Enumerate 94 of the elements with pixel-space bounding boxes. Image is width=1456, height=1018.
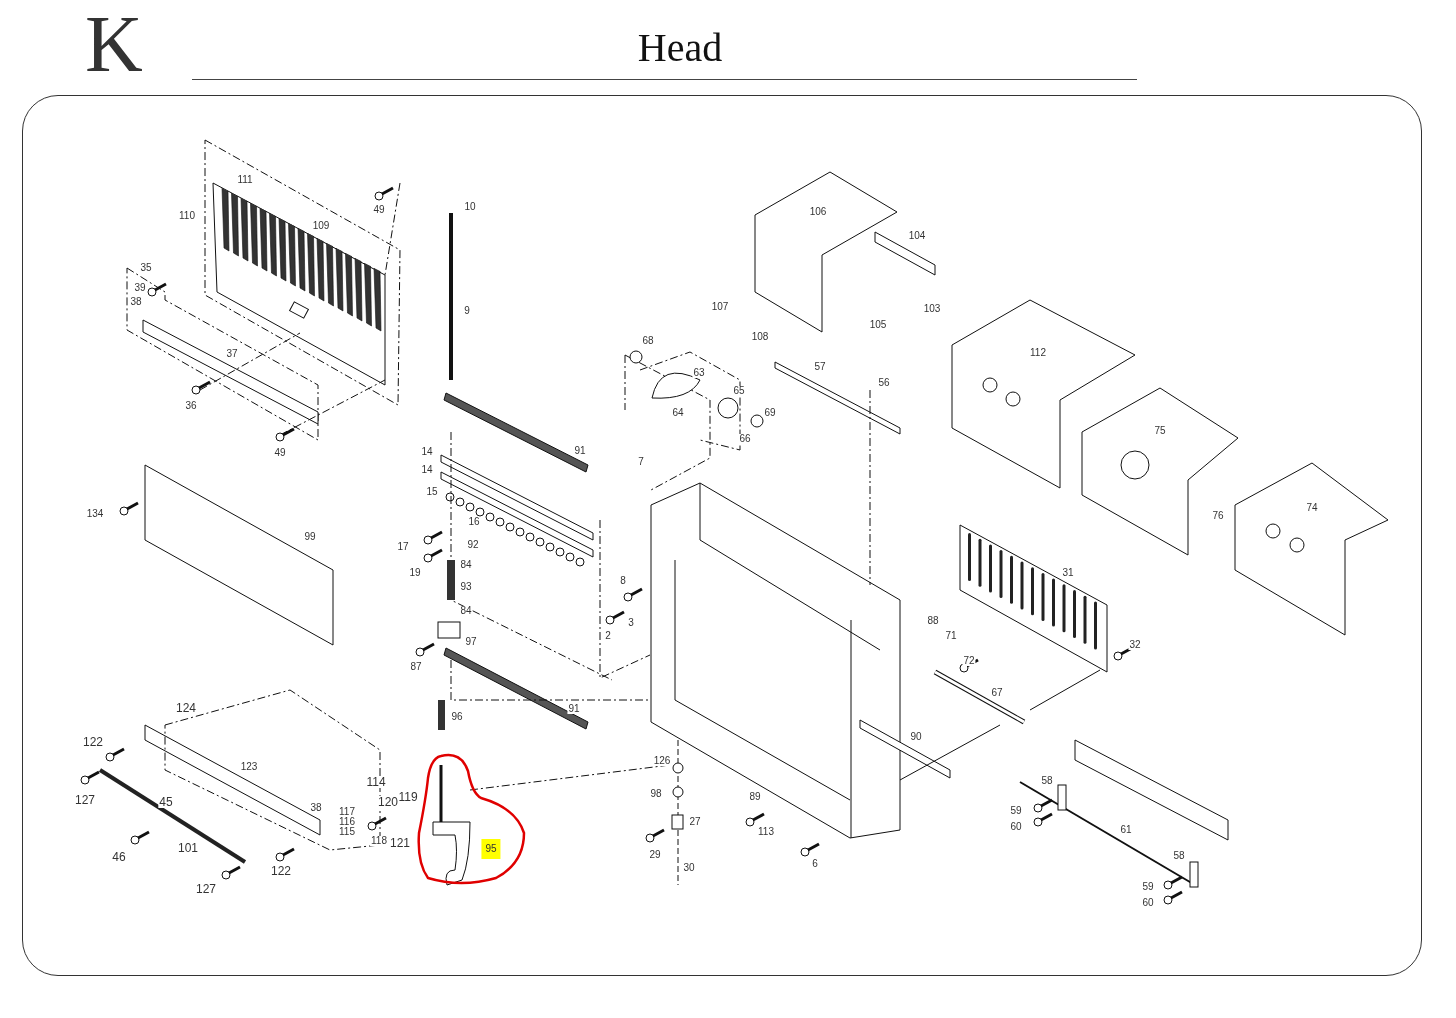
- callout-number: 114: [365, 776, 387, 788]
- callout-number: 93: [459, 582, 473, 592]
- callout-number: 10: [463, 202, 477, 212]
- callout-number: 122: [270, 865, 292, 877]
- callout-number: 63: [692, 368, 706, 378]
- callout-number: 112: [1029, 348, 1047, 358]
- callout-number: 19: [408, 568, 422, 578]
- callout-number: 17: [396, 542, 410, 552]
- callout-number: 59: [1141, 882, 1155, 892]
- callout-number: 134: [85, 509, 105, 519]
- callout-number: 91: [573, 446, 587, 456]
- callout-number: 35: [139, 263, 153, 273]
- callout-number: 72: [962, 656, 976, 666]
- callout-number: 105: [868, 320, 888, 330]
- highlighted-callout-number: 95: [481, 839, 501, 859]
- callout-number: 36: [184, 401, 198, 411]
- callout-number: 116: [338, 817, 356, 827]
- callout-number: 88: [926, 616, 940, 626]
- callout-number: 37: [225, 349, 239, 359]
- callout-number: 84: [459, 606, 473, 616]
- callout-number: 66: [738, 434, 752, 444]
- callout-number: 67: [990, 688, 1004, 698]
- callout-number: 90: [909, 732, 923, 742]
- callout-number: 124: [175, 702, 197, 714]
- callout-number: 104: [907, 231, 927, 241]
- callout-number: 122: [82, 736, 104, 748]
- callout-number: 65: [732, 386, 746, 396]
- callout-number: 69: [763, 408, 777, 418]
- callout-number: 121: [389, 837, 411, 849]
- callout-number: 31: [1061, 568, 1075, 578]
- callout-number: 87: [409, 662, 423, 672]
- callout-number: 30: [682, 863, 696, 873]
- callout-number: 111: [236, 175, 254, 185]
- callout-number: 61: [1119, 825, 1133, 835]
- callout-number: 60: [1009, 822, 1023, 832]
- callout-number: 74: [1305, 503, 1319, 513]
- callout-number: 118: [370, 836, 388, 846]
- callout-number: 14: [420, 447, 434, 457]
- callout-number: 58: [1040, 776, 1054, 786]
- callout-number: 27: [688, 817, 702, 827]
- callout-number: 9: [463, 306, 471, 316]
- callout-number: 68: [641, 336, 655, 346]
- callout-number: 38: [309, 803, 323, 813]
- callout-number: 56: [877, 378, 891, 388]
- callout-number: 46: [111, 851, 127, 863]
- section-letter: K: [84, 4, 144, 84]
- callout-number: 98: [649, 789, 663, 799]
- callout-number: 49: [273, 448, 287, 458]
- callout-number: 101: [177, 842, 199, 854]
- callout-number: 103: [922, 304, 942, 314]
- callout-number: 71: [944, 631, 958, 641]
- callout-number: 29: [648, 850, 662, 860]
- callout-number: 14: [420, 465, 434, 475]
- callout-number: 96: [450, 712, 464, 722]
- callout-number: 119: [397, 791, 419, 803]
- callout-number: 32: [1128, 640, 1142, 650]
- callout-number: 108: [750, 332, 770, 342]
- callout-number: 7: [637, 457, 645, 467]
- callout-number: 58: [1172, 851, 1186, 861]
- callout-number: 45: [158, 796, 174, 808]
- callout-number: 127: [74, 794, 96, 806]
- callout-number: 97: [464, 637, 478, 647]
- callout-number: 15: [425, 487, 439, 497]
- callout-number: 120: [377, 796, 399, 808]
- callout-number: 8: [619, 576, 627, 586]
- callout-number: 3: [627, 618, 635, 628]
- callout-number: 2: [604, 631, 612, 641]
- callout-number: 115: [338, 827, 356, 837]
- callout-number: 75: [1153, 426, 1167, 436]
- callout-number: 64: [671, 408, 685, 418]
- callout-number: 126: [652, 756, 672, 766]
- callout-number: 127: [195, 883, 217, 895]
- callout-number: 99: [303, 532, 317, 542]
- callout-number: 109: [311, 221, 331, 231]
- callout-number: 123: [239, 762, 259, 772]
- callout-number: 57: [813, 362, 827, 372]
- callout-number: 106: [808, 207, 828, 217]
- callout-number: 91: [567, 704, 581, 714]
- callout-number: 110: [178, 211, 196, 221]
- callout-number: 16: [467, 517, 481, 527]
- callout-number: 84: [459, 560, 473, 570]
- callout-number: 117: [338, 807, 356, 817]
- callout-number: 76: [1211, 511, 1225, 521]
- callout-number: 59: [1009, 806, 1023, 816]
- callout-number: 113: [757, 827, 775, 837]
- callout-number: 60: [1141, 898, 1155, 908]
- callout-number: 38: [129, 297, 143, 307]
- callout-number: 107: [710, 302, 730, 312]
- callout-number: 39: [133, 283, 147, 293]
- callout-number: 92: [466, 540, 480, 550]
- callout-number: 6: [811, 859, 819, 869]
- callout-number: 49: [372, 205, 386, 215]
- page-title: Head: [636, 24, 724, 72]
- callout-number: 89: [748, 792, 762, 802]
